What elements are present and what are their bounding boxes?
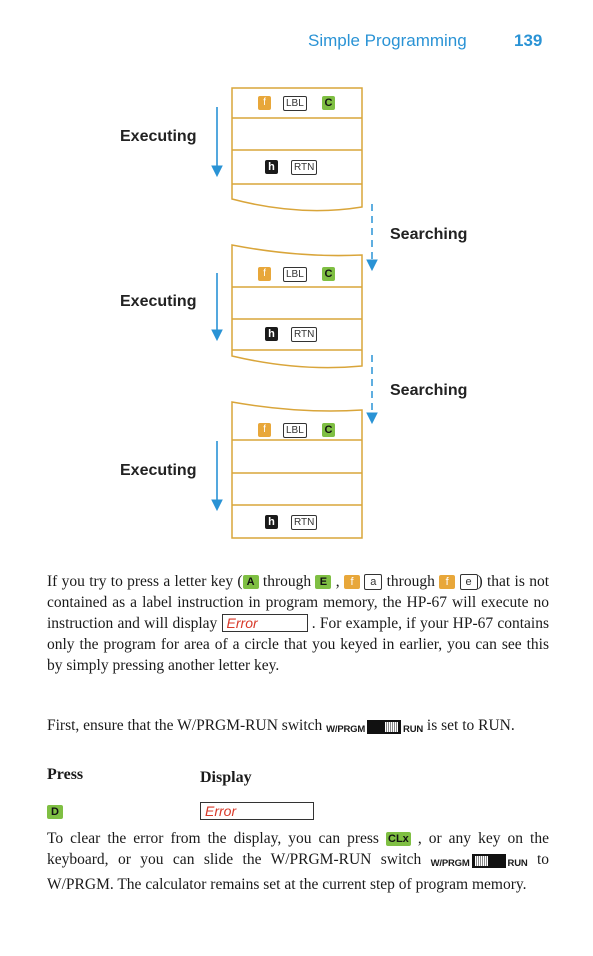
searching-label-2: Searching (390, 382, 468, 399)
executing-arrow-1 (211, 107, 223, 178)
f-key-icon: f (343, 575, 360, 589)
program-panel-2 (231, 244, 363, 369)
c-key-icon: C (322, 96, 335, 110)
c-key-icon: C (322, 423, 335, 437)
h-key-icon: h (265, 515, 278, 529)
f-key-icon: f (439, 575, 456, 589)
paragraph-clear-error: To clear the error from the display, you… (47, 830, 549, 893)
f-key-icon: f (258, 267, 271, 281)
executing-arrow-2 (211, 273, 223, 342)
clx-key-icon: CLx (386, 832, 411, 846)
executing-label-2: Executing (120, 293, 197, 310)
executing-label-1: Executing (120, 128, 197, 145)
rtn-key-icon: RTN (291, 515, 318, 530)
searching-label-1: Searching (390, 226, 468, 243)
press-column-header: Press (47, 766, 84, 783)
d-key-icon: D (47, 803, 63, 821)
searching-arrow-1 (366, 204, 378, 272)
e-key-icon: E (315, 575, 332, 589)
e-lower-key-icon: e (459, 574, 478, 590)
program-panel-1 (231, 87, 363, 212)
h-key-icon: h (265, 160, 278, 174)
error-display: Error (200, 802, 314, 821)
rtn-key-icon: RTN (291, 327, 318, 342)
display-column-header: Display (200, 769, 252, 786)
a-key-icon: A (242, 575, 259, 589)
f-key-icon: f (258, 96, 271, 110)
a-lower-key-icon: a (364, 574, 383, 590)
paragraph-switch: First, ensure that the W/PRGM-RUN switch… (47, 715, 549, 740)
h-key-icon: h (265, 327, 278, 341)
executing-label-3: Executing (120, 462, 197, 479)
paragraph-letter-key: If you try to press a letter key (A thro… (47, 573, 550, 674)
searching-arrow-2 (366, 355, 378, 425)
page-header-title: Simple Programming (308, 31, 467, 50)
error-display: Error (221, 614, 308, 632)
f-key-icon: f (258, 423, 271, 437)
page-number: 139 (514, 31, 543, 50)
lbl-key-icon: LBL (283, 423, 307, 438)
executing-arrow-3 (211, 441, 223, 512)
lbl-key-icon: LBL (283, 96, 307, 111)
rtn-key-icon: RTN (291, 160, 318, 175)
lbl-key-icon: LBL (283, 267, 307, 282)
c-key-icon: C (322, 267, 335, 281)
